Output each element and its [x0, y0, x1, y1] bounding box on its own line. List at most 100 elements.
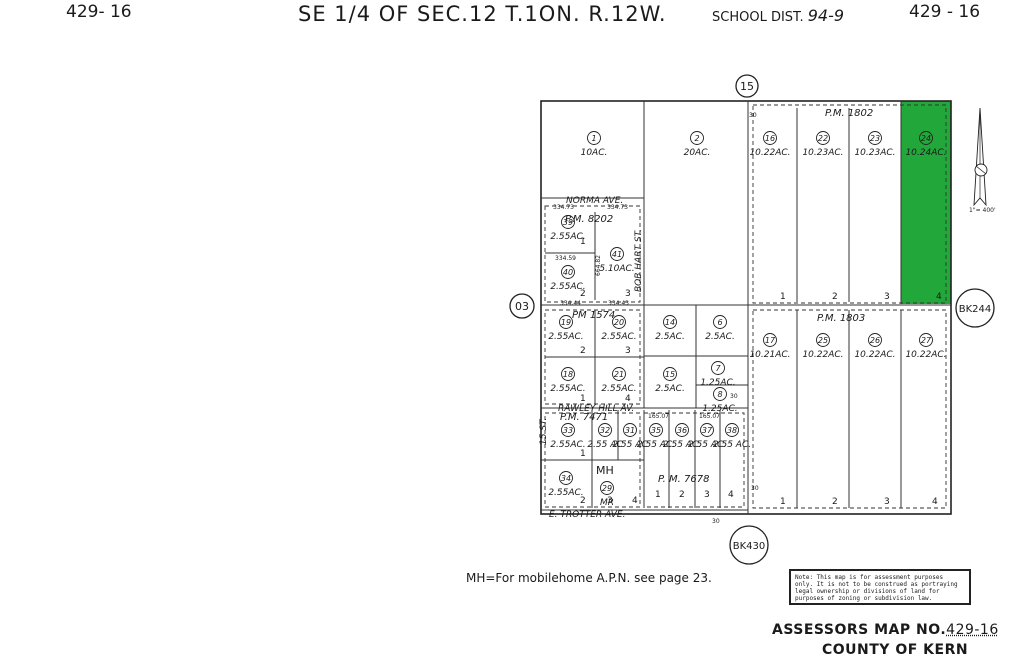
parcel-number: 35: [651, 426, 661, 435]
parcel-15[interactable]: 152.5AC.: [655, 368, 685, 395]
parcel-number: 31: [625, 426, 635, 435]
lot-number: 3: [607, 496, 613, 506]
parcel-number: 38: [727, 426, 737, 435]
parcel-acreage: 10.22AC.: [802, 350, 843, 360]
parcel-34[interactable]: 342.55AC.: [548, 472, 583, 499]
parcel-acreage: 2.5AC.: [655, 332, 685, 342]
parcel-number: 2: [694, 134, 699, 143]
mobilehome-note: MH=For mobilehome A.P.N. see page 23.: [466, 571, 712, 585]
disclaimer-line: only. It is not to be construed as portr…: [795, 581, 965, 588]
map-scale: 1"= 400': [969, 207, 996, 214]
parcel-38[interactable]: 38 2.55 AC.: [713, 424, 751, 451]
lot-number: 1: [580, 394, 586, 404]
parcel-1[interactable]: 1 10AC.: [581, 132, 608, 159]
pm-1802-label: P.M. 1802: [825, 108, 873, 119]
parcel-number: 1: [591, 134, 596, 143]
lot-number: 3: [884, 497, 890, 507]
lot-number: 4: [632, 496, 638, 506]
parcel-number: 7: [715, 364, 721, 373]
parcel-21[interactable]: 212.55AC.: [601, 368, 636, 395]
parcel-23[interactable]: 23 10.23AC.: [854, 132, 895, 159]
parcel-25[interactable]: 25 10.22AC.: [802, 334, 843, 361]
parcel-acreage: 2.55AC.: [601, 384, 636, 394]
parcel-number: 33: [563, 426, 573, 435]
parcel-acreage: 10.22AC.: [905, 350, 946, 360]
dimension-label: 165.07: [648, 413, 669, 420]
parcel-number: 16: [765, 134, 775, 143]
lot-number: 4: [625, 394, 631, 404]
parcel-18[interactable]: 182.55AC.: [550, 368, 585, 395]
parcel-27[interactable]: 27 10.22AC.: [905, 334, 946, 361]
parcel-41[interactable]: 415.10AC.: [599, 248, 634, 275]
ref-circle-left-label: 03: [515, 300, 529, 313]
lot-number: 1: [580, 449, 586, 459]
parcel-number: 22: [818, 134, 828, 143]
dimension-label: 30: [712, 518, 720, 525]
lot-number: 4: [932, 497, 938, 507]
parcel-number: 20: [614, 318, 624, 327]
dimension-label: 334.73: [607, 204, 628, 211]
parcel-17[interactable]: 17 10.21AC.: [749, 334, 790, 361]
parcel-acreage: 2.55 AC.: [713, 440, 751, 450]
dimension-label: 664.82: [595, 255, 602, 276]
dimension-label: 334.59: [555, 255, 576, 262]
parcel-number: 39: [563, 218, 573, 227]
lot-number: 2: [580, 496, 586, 506]
disclaimer-line: legal ownership or divisions of land for: [795, 588, 965, 595]
lot-number: 2: [580, 289, 586, 299]
lot-number: 1: [580, 237, 586, 247]
section-boundary: [541, 101, 951, 514]
parcel-acreage: 10.22AC.: [749, 148, 790, 158]
parcel-number: 17: [765, 336, 776, 345]
assessor-map-value: 429-16: [946, 622, 999, 638]
parcel-acreage: 10.21AC.: [749, 350, 790, 360]
lot-number: 3: [704, 490, 710, 500]
parcel-number: 34: [561, 474, 571, 483]
county-name: COUNTY OF KERN: [822, 642, 968, 658]
parcel-acreage: 10.23AC.: [854, 148, 895, 158]
lot-number: 2: [580, 346, 586, 356]
disclaimer-box: Note: This map is for assessment purpose…: [789, 569, 971, 605]
dimension-label: 30: [749, 112, 757, 119]
parcel-acreage: 20AC.: [684, 148, 711, 158]
parcel-14[interactable]: 14 2.5AC.: [655, 316, 685, 343]
parcel-number: 40: [563, 268, 573, 277]
lot-number: 3: [625, 346, 631, 356]
parcel-2[interactable]: 2 20AC.: [684, 132, 711, 159]
street-trotter: E. TROTTER AVE.: [549, 510, 625, 520]
parcel-26[interactable]: 2610.22AC.: [854, 334, 895, 361]
parcel-number: 19: [561, 318, 571, 327]
dimension-label: 334.73: [553, 204, 574, 211]
parcel-number: 32: [600, 426, 610, 435]
parcel-33[interactable]: 332.55AC.: [550, 424, 585, 451]
parcel-8[interactable]: 81.25AC.: [702, 388, 737, 415]
parcel-number: 24: [921, 134, 931, 143]
parcel-number: 29: [602, 484, 612, 493]
lot-number: 3: [884, 292, 890, 302]
lot-number: 2: [679, 490, 685, 500]
dimension-label: 334.43: [608, 300, 629, 307]
lot-number: 4: [728, 490, 734, 500]
parcel-acreage: 10.22AC.: [854, 350, 895, 360]
lot-number: 1: [655, 490, 661, 500]
parcel-number: 27: [921, 336, 932, 345]
pm-7678-label: P. M. 7678: [658, 474, 709, 485]
parcel-6[interactable]: 62.5AC.: [705, 316, 735, 343]
parcel-22[interactable]: 22 10.23AC.: [802, 132, 843, 159]
dimension-label: 30: [730, 393, 738, 400]
parcel-number: 18: [563, 370, 573, 379]
parcel-acreage: 10.23AC.: [802, 148, 843, 158]
lot-number: 2: [832, 497, 838, 507]
parcel-number: 23: [870, 134, 880, 143]
parcel-number: 41: [612, 250, 622, 259]
parcel-7[interactable]: 71.25AC.: [700, 362, 735, 389]
north-arrow-icon: [974, 108, 987, 205]
parcel-number: 8: [717, 390, 722, 399]
assessor-map-number: ASSESSORS MAP NO.429-16: [772, 622, 999, 638]
parcel-number: 14: [665, 318, 675, 327]
parcel-acreage: 2.55AC.: [548, 332, 583, 342]
parcel-acreage: 10AC.: [581, 148, 608, 158]
parcel-16[interactable]: 16 10.22AC.: [749, 132, 790, 159]
parcel-number: 25: [818, 336, 828, 345]
disclaimer-line: purposes of zoning or subdivision law.: [795, 595, 965, 602]
